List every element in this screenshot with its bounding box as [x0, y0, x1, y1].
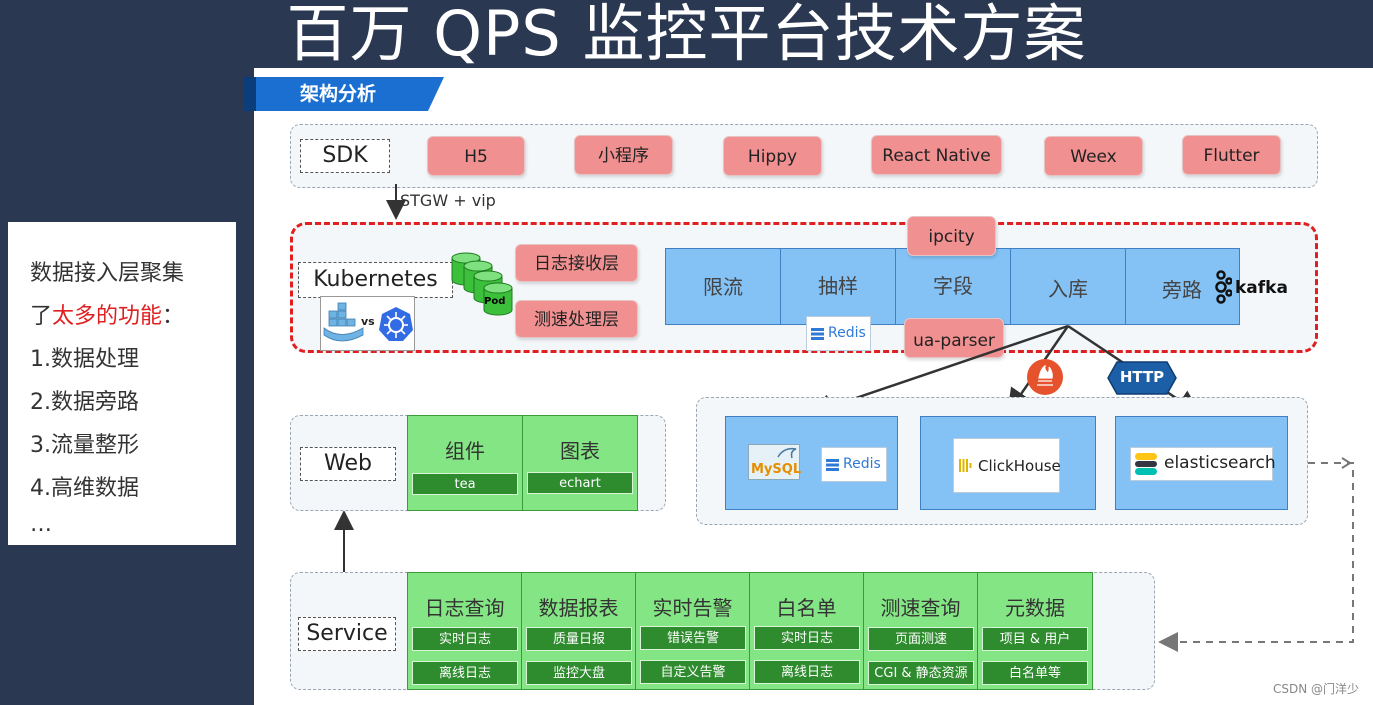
service-label: Service	[298, 617, 396, 651]
vs-label: vs	[361, 315, 375, 328]
left-note-item: 2.数据旁路	[30, 390, 139, 415]
slide-title: 百万 QPS 监控平台技术方案	[286, 0, 1087, 70]
left-note-item: 1.数据处理	[30, 347, 139, 372]
ingest-layer-speed: 测速处理层	[515, 300, 638, 338]
service-column-log-query-head: 日志查询	[424, 596, 505, 620]
left-note-highlight: 太多的功能	[52, 304, 163, 329]
web-tag-echart: echart	[527, 472, 633, 494]
web-column-components	[407, 415, 523, 511]
service-tag: 监控大盘	[526, 661, 632, 685]
service-tag: 实时日志	[754, 626, 860, 650]
left-note-prefix: 了	[30, 304, 53, 329]
section-banner: 架构分析	[244, 77, 444, 111]
pipeline-redis-label: Redis	[828, 325, 866, 341]
sdk-platform-miniprogram: 小程序	[574, 135, 673, 175]
kafka-icon	[1215, 270, 1232, 304]
link-label: STGW + vip	[400, 191, 496, 210]
redis-icon	[811, 328, 824, 340]
service-tag: 实时日志	[412, 627, 518, 651]
docker-icon	[323, 302, 364, 342]
left-note-item: …	[30, 512, 52, 537]
sdk-platform-weex: Weex	[1044, 136, 1143, 176]
service-column-metadata-head: 元数据	[1005, 596, 1065, 620]
pipeline-storage: 入库	[1010, 248, 1126, 325]
pod-label: Pod	[484, 296, 506, 307]
kafka-label: kafka	[1235, 278, 1288, 298]
service-tag: 离线日志	[412, 661, 518, 685]
service-column-speed-query-head: 测速查询	[880, 596, 961, 620]
left-note-suffix: ：	[162, 304, 185, 329]
watermark: CSDN @门洋少	[1272, 682, 1359, 696]
web-column-components-head: 组件	[445, 439, 485, 463]
left-note-item: 3.流量整形	[30, 433, 139, 458]
sdk-label: SDK	[300, 139, 390, 173]
service-tag: 离线日志	[754, 660, 860, 684]
prometheus-icon	[1027, 359, 1063, 395]
sdk-platform-hippy: Hippy	[723, 136, 822, 176]
pipeline-fields: 字段	[895, 248, 1011, 325]
ua-parser-badge: ua-parser	[904, 318, 1004, 358]
left-note-line-1: 数据接入层聚集	[30, 261, 185, 286]
web-tag-tea: tea	[412, 473, 518, 495]
left-note-card	[8, 222, 236, 545]
service-tag: 错误告警	[640, 626, 746, 650]
service-tag: CGI & 静态资源	[868, 661, 974, 685]
service-tag: 页面测速	[868, 627, 974, 651]
web-column-charts-head: 图表	[560, 439, 600, 463]
pipeline-rate-limit: 限流	[665, 248, 781, 325]
pipeline-sampling: 抽样	[780, 248, 896, 325]
storage-redis-label: Redis	[843, 456, 881, 472]
service-tag: 白名单等	[982, 661, 1088, 685]
elasticsearch-icon	[1135, 453, 1157, 475]
storage-redis-card	[821, 447, 887, 482]
ingest-layer-receiver: 日志接收层	[515, 244, 638, 282]
service-tag: 项目 & 用户	[982, 627, 1088, 651]
sdk-platform-react-native: React Native	[871, 135, 1002, 175]
pipeline-bypass-label: 旁路	[1162, 278, 1202, 302]
section-banner-edge	[244, 77, 256, 111]
elasticsearch-label: elasticsearch	[1164, 453, 1276, 473]
storage-redis-icon	[826, 459, 839, 471]
service-column-alerts-head: 实时告警	[652, 596, 733, 620]
kubernetes-label: Kubernetes	[298, 262, 453, 298]
docker-vs-k8s-logo: vs	[320, 296, 415, 351]
service-column-reports-head: 数据报表	[538, 596, 619, 620]
http-badge-shape	[1107, 361, 1177, 395]
ipcity-badge: ipcity	[907, 216, 996, 256]
mysql-label: MySQL	[751, 462, 802, 477]
http-badge-label: HTTP	[1119, 368, 1165, 386]
pipeline-bypass	[1125, 248, 1240, 325]
clickhouse-icon	[959, 459, 972, 472]
web-label: Web	[300, 447, 396, 481]
left-note-line-2: 了太多的功能：	[30, 298, 184, 330]
left-note-item: 4.高维数据	[30, 476, 139, 501]
mysql-dolphin-icon	[777, 447, 797, 459]
mysql-logo	[748, 444, 800, 480]
sdk-platform-h5: H5	[427, 136, 525, 176]
service-tag: 自定义告警	[640, 660, 746, 684]
pod-stack-icon	[451, 252, 513, 316]
service-tag: 质量日报	[526, 627, 632, 651]
sdk-platform-flutter: Flutter	[1182, 135, 1281, 175]
kubernetes-icon	[379, 307, 413, 341]
clickhouse-label: ClickHouse	[978, 457, 1061, 475]
service-column-whitelist-head: 白名单	[776, 596, 837, 620]
web-column-charts	[522, 415, 638, 511]
